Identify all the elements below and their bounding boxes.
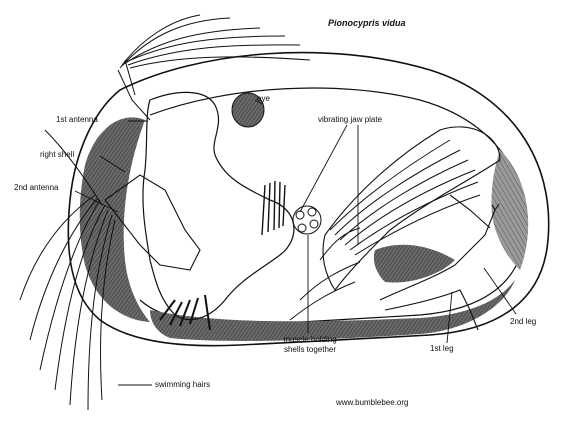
shell-shading-right [491,150,528,270]
credit-url: www.bumblebee.org [336,399,408,407]
shell-shading-left [80,117,150,322]
label-first-antenna: 1st antenna [56,116,98,124]
label-second-antenna: 2nd antenna [14,184,59,192]
label-jaw-plate: vibrating jaw plate [318,116,382,124]
mandible [262,181,285,235]
label-first-leg: 1st leg [430,345,454,353]
shell-shading-mid [374,245,455,283]
label-muscle-line1: muscle holding [275,336,345,344]
label-eye: eye [257,95,270,103]
shell-shading-bottom [150,280,515,341]
label-muscle-line2: shells together [275,346,345,354]
diagram-title: Pionocypris vidua [328,18,406,28]
label-second-leg: 2nd leg [510,318,536,326]
label-swimming-hairs: swimming hairs [155,381,210,389]
body-outline [143,92,294,319]
label-right-shell: right shell [40,151,74,159]
muscle-scar [293,206,321,234]
